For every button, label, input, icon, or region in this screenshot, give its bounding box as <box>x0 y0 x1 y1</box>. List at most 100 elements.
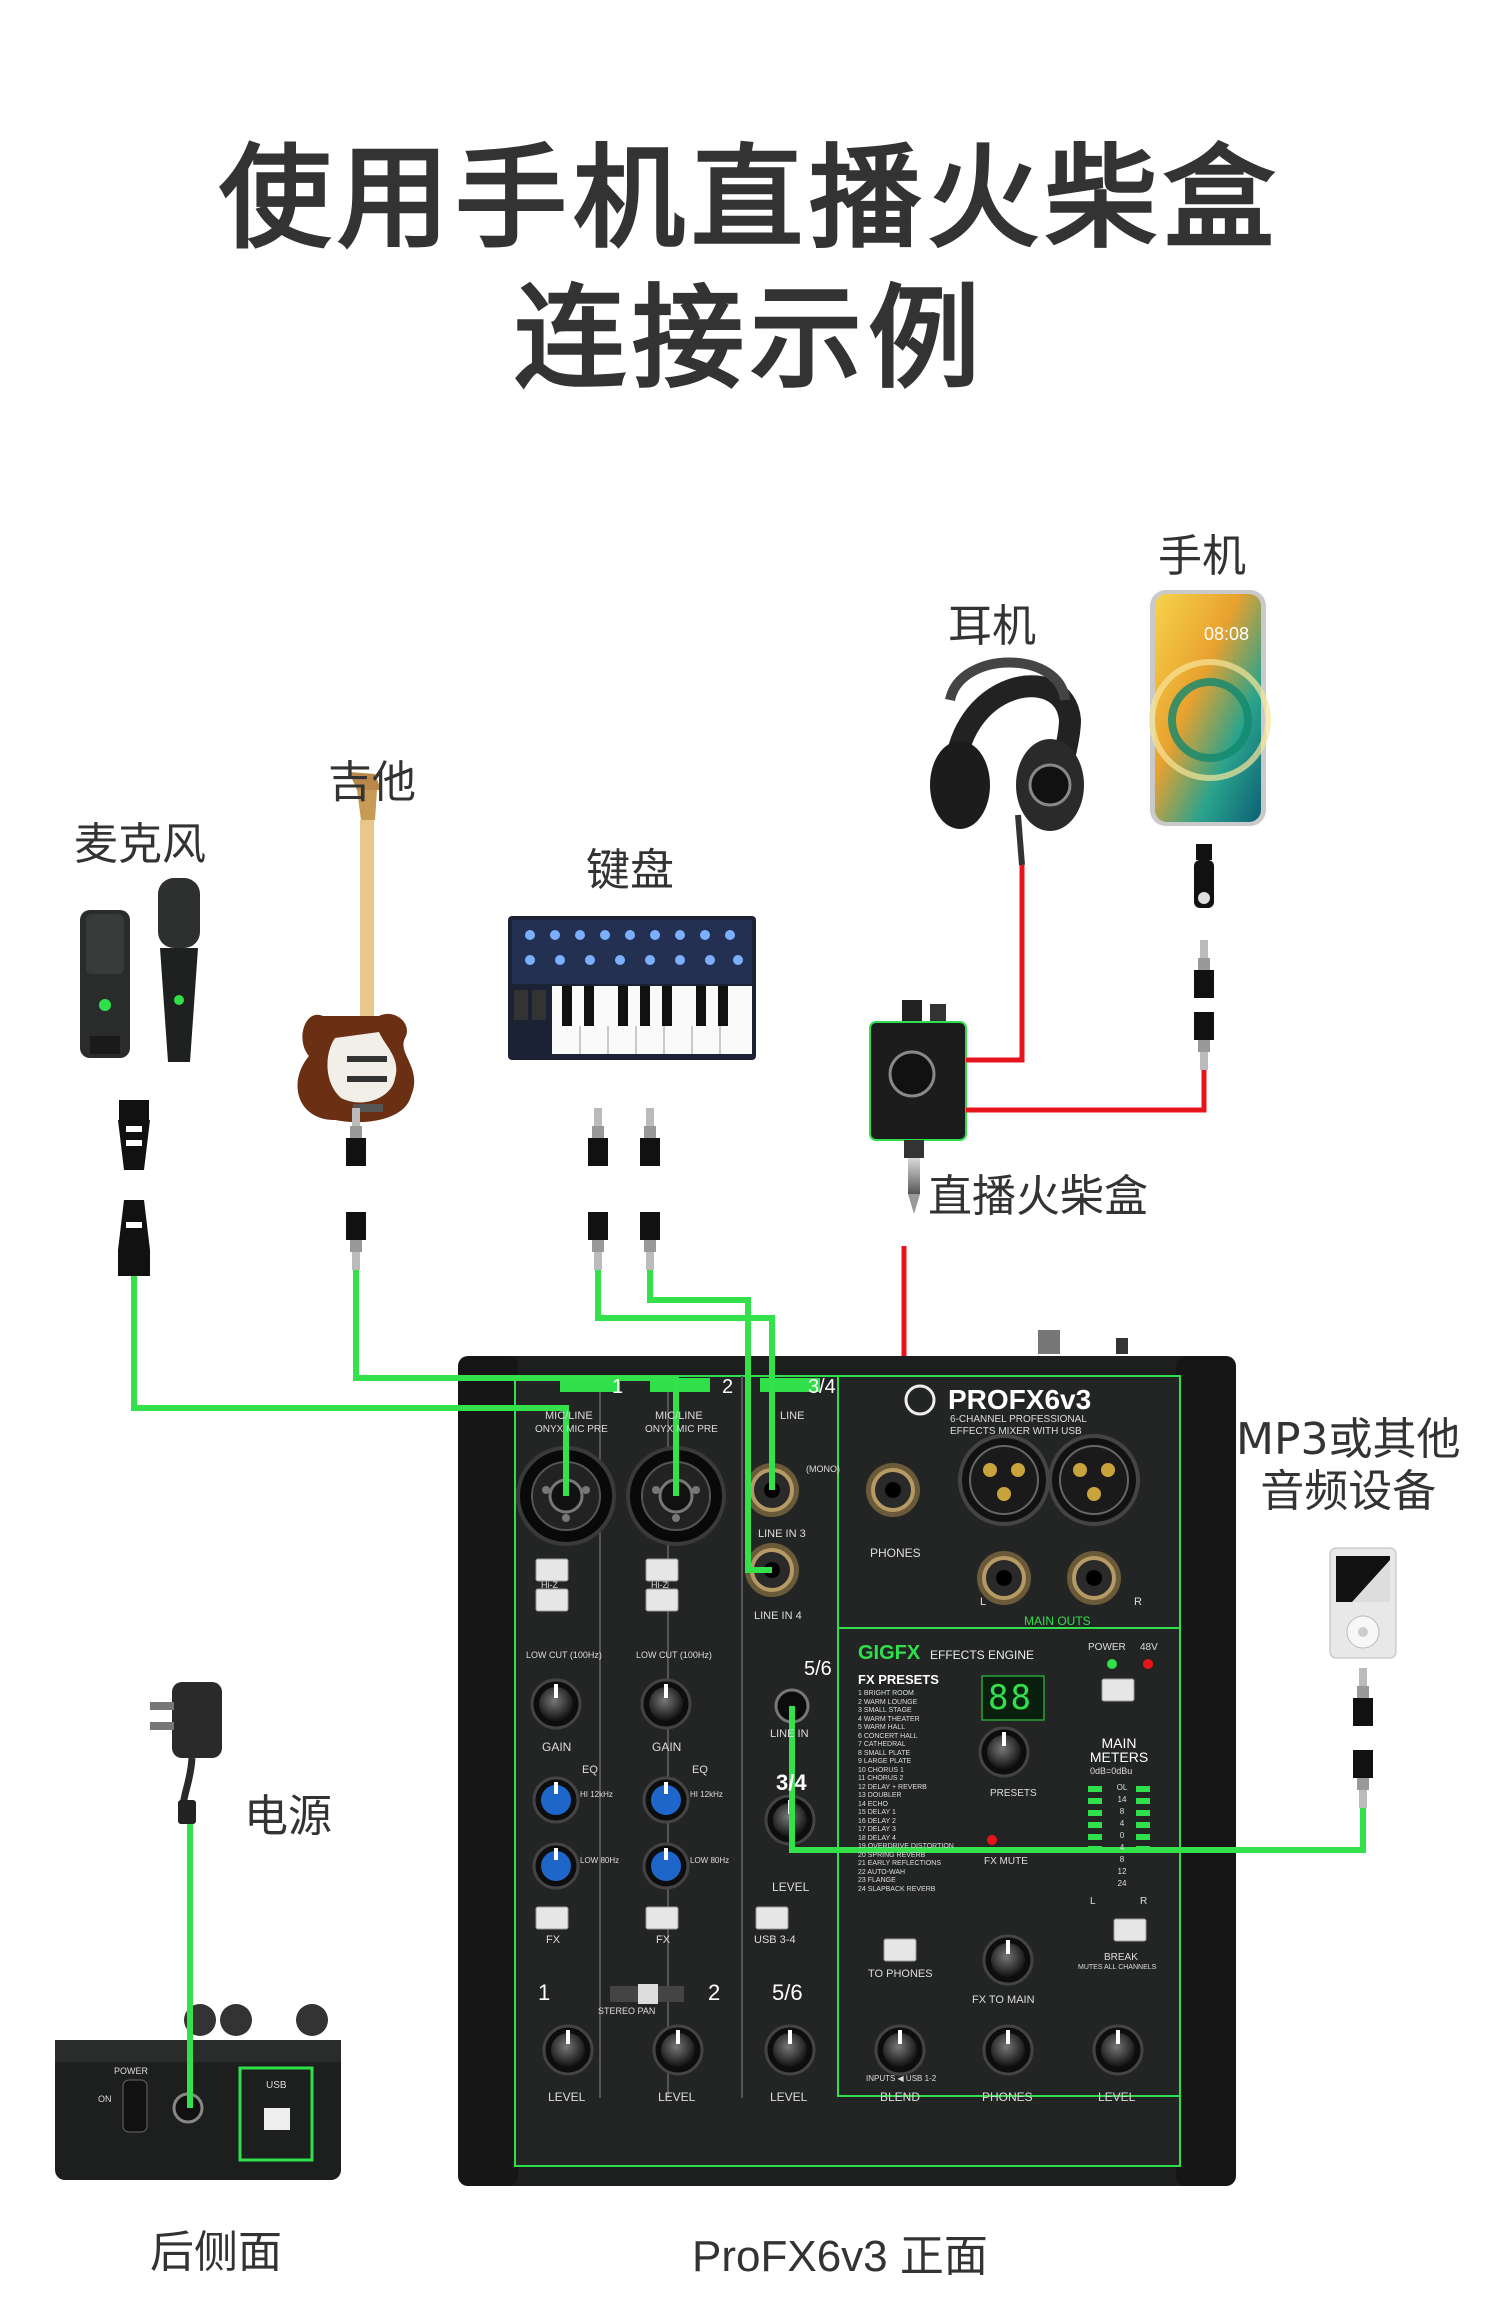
power-adapter-icon <box>150 1682 222 1824</box>
label-keyboard: 键盘 <box>586 845 674 896</box>
usb34-label: USB 3-4 <box>754 1934 796 1946</box>
phones-jack-label: PHONES <box>870 1546 921 1560</box>
ch2-hi: HI 12kHz <box>690 1790 723 1799</box>
pan-ch2: 2 <box>708 1980 721 2005</box>
fx-preset-item: 4 WARM THEATER <box>858 1715 920 1723</box>
line-in-label: LINE IN <box>770 1728 809 1740</box>
main-outs-label: MAIN OUTS <box>1024 1614 1091 1628</box>
ch1-hiz: Hi-Z <box>541 1580 558 1590</box>
xlr-connector-icons <box>118 1100 150 1276</box>
fx-preset-item: 7 CATHEDRAL <box>858 1741 906 1748</box>
ch1-eq: EQ <box>582 1764 598 1776</box>
fx-preset-item: 9 LARGE PLATE <box>858 1758 912 1765</box>
main-out-r: R <box>1134 1596 1142 1608</box>
ch2-mic-line: MIC/LINE <box>655 1410 703 1422</box>
mono-label: (MONO) <box>806 1464 840 1474</box>
fx-preset-item: 13 DOUBLER <box>858 1792 902 1799</box>
mixer-brand: PROFX6v3 <box>948 1384 1092 1415</box>
ch34-line: LINE <box>780 1410 805 1422</box>
ch2-lowcut: LOW CUT (100Hz) <box>636 1650 712 1660</box>
ch2-level: LEVEL <box>658 2090 696 2104</box>
keyboard-icon <box>508 916 756 1060</box>
ch1-mic-line: MIC/LINE <box>545 1410 593 1422</box>
ch34-level-number: 3/4 <box>776 1770 807 1795</box>
meter-mark: 24 <box>1117 1879 1127 1888</box>
ch56-level: LEVEL <box>770 2090 808 2104</box>
guitar-icon <box>297 772 415 1123</box>
microphone-icon <box>80 878 200 1062</box>
fx-preset-item: 18 DELAY 4 <box>858 1834 896 1842</box>
meter-mark: 4 <box>1119 1819 1125 1828</box>
fx-preset-item: 11 CHORUS 2 <box>858 1775 904 1782</box>
label-headphones: 耳机 <box>948 601 1036 652</box>
ch34-level-label: LEVEL <box>772 1880 810 1894</box>
guitar-jack-icons <box>346 1108 366 1270</box>
meter-mark: OL <box>1116 1783 1128 1792</box>
fx-preset-item: 20 SPRING REVERB <box>858 1851 926 1859</box>
fx-preset-item: 21 EARLY REFLECTIONS <box>858 1860 941 1867</box>
meter-l: L <box>1090 1896 1096 1907</box>
label-power: 电源 <box>244 1791 332 1842</box>
phone-trrs-icons <box>1194 844 1214 1070</box>
mixer-rear-panel <box>55 2004 341 2180</box>
meter-mark: 0 <box>1119 1831 1125 1840</box>
fx-preset-item: 16 DELAY 2 <box>858 1817 896 1825</box>
meter-r: R <box>1140 1896 1148 1907</box>
caption-rear: 后侧面 <box>150 2227 282 2278</box>
rear-usb-label: USB <box>266 2080 287 2091</box>
fx-display-digits: 88 <box>988 1678 1033 1718</box>
ch1-hi: HI 12kHz <box>580 1790 613 1799</box>
fx-preset-item: 23 FLANGE <box>858 1877 896 1884</box>
main-meters-label: MAIN METERS <box>1089 1735 1149 1765</box>
pan-ch1: 1 <box>538 1980 551 2005</box>
fx-preset-item: 24 SLAPBACK REVERB <box>858 1885 936 1893</box>
mixer-subtitle2: EFFECTS MIXER WITH USB <box>950 1426 1082 1437</box>
effects-engine-label: EFFECTS ENGINE <box>930 1648 1035 1662</box>
ch2-hiz: Hi-Z <box>651 1580 668 1590</box>
ch1-level: LEVEL <box>548 2090 586 2104</box>
fx-preset-item: 3 SMALL STAGE <box>858 1707 912 1714</box>
label-mp3: MP3或其他 音频设备 <box>1236 1414 1461 1517</box>
channel-34-number: 3/4 <box>808 1376 836 1398</box>
fx-to-main-label: FX TO MAIN <box>972 1994 1035 2006</box>
meter-mark: 4 <box>1119 1843 1125 1852</box>
main-level-label: LEVEL <box>1098 2090 1136 2104</box>
fx-preset-item: 19 OVERDRIVE DISTORTION <box>858 1843 954 1850</box>
fx-preset-item: 10 CHORUS 1 <box>858 1766 904 1774</box>
fx-preset-item: 1 BRIGHT ROOM <box>858 1690 914 1697</box>
page-title-line2: 连接示例 <box>514 274 986 404</box>
mp3-jack-icons <box>1353 1668 1373 1808</box>
ch1-lowcut: LOW CUT (100Hz) <box>526 1650 602 1660</box>
fx-preset-item: 5 WARM HALL <box>858 1724 906 1731</box>
green-cables <box>131 1270 1366 2108</box>
main-out-l: L <box>980 1596 987 1608</box>
fx-preset-item: 22 AUTO-WAH <box>858 1868 906 1876</box>
ch1-low: LOW 80Hz <box>580 1856 620 1865</box>
meter-mark: 14 <box>1117 1795 1127 1804</box>
headphones-icon <box>930 657 1084 866</box>
phone-icon: 08:08 <box>1149 590 1271 826</box>
blend-label: BLEND <box>880 2090 921 2104</box>
ch2-onyx: ONYX MIC PRE <box>645 1424 718 1435</box>
channel-2-number: 2 <box>722 1376 734 1398</box>
fx-preset-item: 17 DELAY 3 <box>858 1826 896 1833</box>
phone-time: 08:08 <box>1204 624 1249 644</box>
ch2-gain: GAIN <box>652 1740 682 1754</box>
break-sub-label: MUTES ALL CHANNELS <box>1078 1964 1157 1971</box>
fx-preset-item: 14 ECHO <box>858 1800 888 1808</box>
ch1-fx: FX <box>546 1934 561 1946</box>
channel-56-number: 5/6 <box>804 1658 832 1680</box>
label-matchbox: 直播火柴盒 <box>928 1171 1148 1222</box>
keyboard-jack-icons <box>588 1108 660 1270</box>
mixer-subtitle1: 6-CHANNEL PROFESSIONAL <box>950 1414 1087 1425</box>
channel-1-number: 1 <box>612 1376 624 1398</box>
meter-mark: 12 <box>1117 1867 1127 1876</box>
matchbox-device-icon <box>869 1000 967 1214</box>
ch1-gain: GAIN <box>542 1740 572 1754</box>
line-in4-label: LINE IN 4 <box>754 1610 802 1622</box>
to-phones-label: TO PHONES <box>868 1968 933 1980</box>
ch2-eq: EQ <box>692 1764 708 1776</box>
fx-preset-item: 6 CONCERT HALL <box>858 1732 918 1740</box>
